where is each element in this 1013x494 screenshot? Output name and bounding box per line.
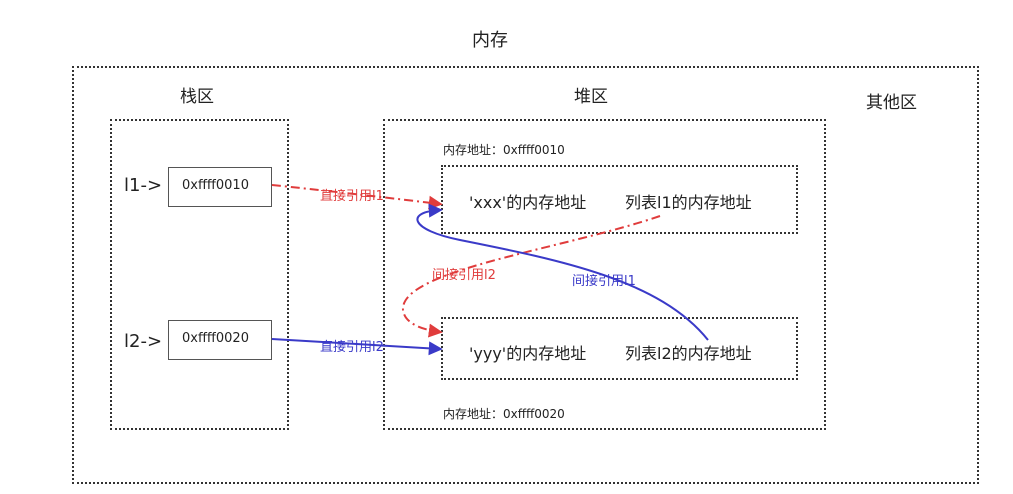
other-region-label: 其他区: [866, 93, 917, 113]
heap-area: [383, 119, 826, 430]
heap-object-1-address: 内存地址：0xffff0010: [443, 143, 565, 157]
label-direct-l1: 直接引用l1: [320, 188, 384, 204]
variable-l2-label: l2->: [124, 331, 163, 352]
heap-object-2-cell-b: 列表l2的内存地址: [625, 344, 752, 363]
heap-object-1-cell-a: 'xxx'的内存地址: [469, 193, 587, 212]
arrow-indirect-l1: [416, 203, 709, 341]
arrow-direct-l2: [271, 338, 443, 356]
heap-region-label: 堆区: [574, 87, 608, 107]
variable-l2-value: 0xffff0020: [182, 331, 249, 346]
diagram-title: 内存: [472, 30, 508, 51]
stack-region-label: 栈区: [180, 87, 214, 107]
memory-frame: [72, 66, 979, 484]
variable-l1-value: 0xffff0010: [182, 178, 249, 193]
label-indirect-l1: 间接引用l1: [572, 273, 636, 289]
arrow-indirect-l2: [401, 215, 661, 338]
variable-l2-cell: 0xffff0020: [168, 320, 272, 360]
heap-object-2-address: 内存地址：0xffff0020: [443, 407, 565, 421]
label-direct-l2: 直接引用l2: [320, 339, 384, 355]
variable-l1-label: l1->: [124, 175, 163, 196]
stack-area: [110, 119, 289, 430]
arrow-direct-l1: [271, 184, 443, 210]
heap-object-1-cell-b: 列表l1的内存地址: [625, 193, 752, 212]
label-indirect-l2: 间接引用l2: [432, 267, 496, 283]
heap-object-2-cell-a: 'yyy'的内存地址: [469, 344, 587, 363]
variable-l1-cell: 0xffff0010: [168, 167, 272, 207]
